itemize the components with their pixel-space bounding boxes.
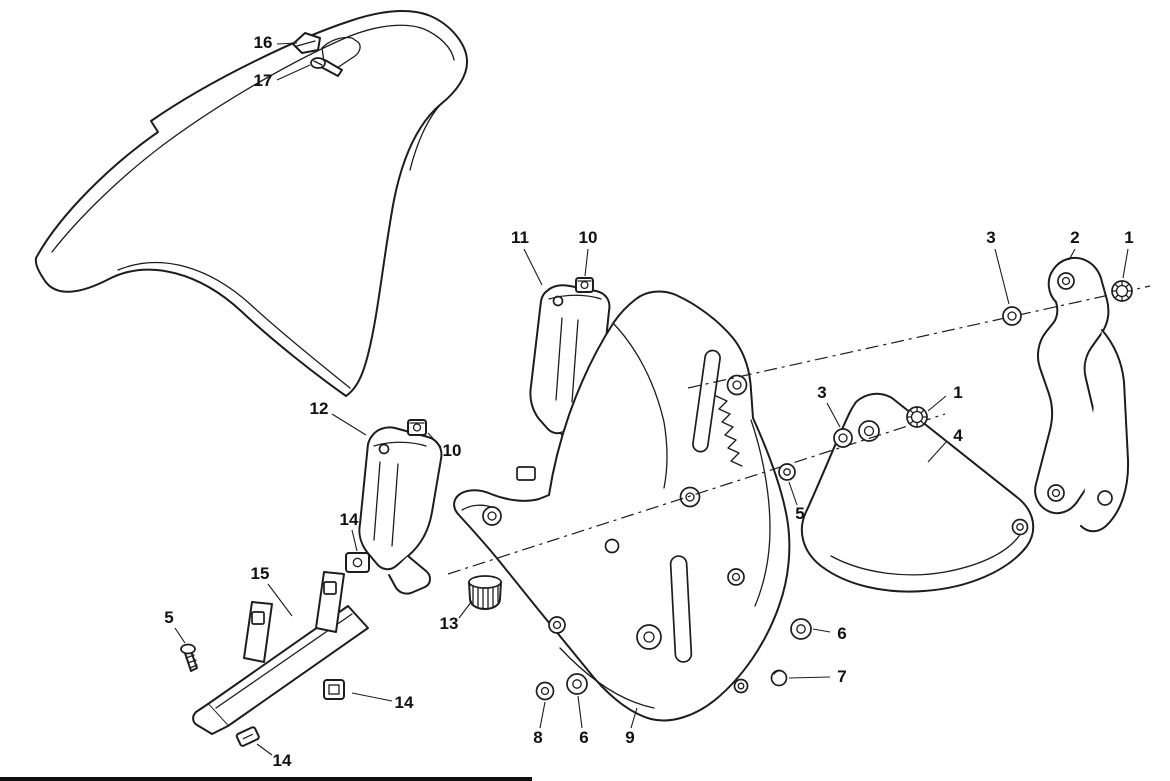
callout-6-bottom: 6: [579, 728, 588, 747]
leader-line: [331, 413, 367, 436]
leader-line: [788, 481, 798, 506]
ball-pin-part-7: [770, 669, 788, 687]
leader-line: [539, 701, 546, 729]
callout-1-lower: 1: [953, 383, 962, 402]
callout-14-top: 14: [340, 510, 359, 529]
washer-part-6-bottom: [566, 673, 588, 695]
leader-line: [927, 395, 947, 412]
callout-8: 8: [533, 728, 542, 747]
support-bracket-part-15: [192, 571, 369, 735]
leader-line: [1122, 248, 1129, 279]
leader-line: [826, 402, 841, 428]
windshield: [34, 10, 469, 397]
leader-line: [788, 676, 831, 679]
nut-part-1-lower: [906, 406, 928, 428]
washer-part-3-upper: [1002, 306, 1022, 326]
callout-13: 13: [440, 614, 459, 633]
screw-part-5-left: [180, 643, 198, 672]
callout-7: 7: [837, 667, 846, 686]
nut-part-1-upper: [1111, 280, 1133, 302]
callout-14-mid: 14: [395, 693, 414, 712]
bracket-part-2: [1034, 256, 1130, 533]
callout-1-upper: 1: [1124, 228, 1133, 247]
clip-part-14-bottom: [235, 726, 260, 747]
leader-line: [351, 529, 358, 552]
leader-line: [584, 248, 589, 277]
callout-17: 17: [254, 71, 273, 90]
centerlines: [447, 285, 1151, 575]
callout-labels: 16 17 11 10 3 2 1 12 10 3 1 4 5 14 15 5 …: [164, 33, 1133, 770]
clip-part-16: [292, 32, 321, 54]
leader-line: [276, 42, 298, 45]
callout-16: 16: [254, 33, 273, 52]
leader-line: [174, 627, 186, 644]
leader-line: [427, 432, 442, 448]
washer-part-3-lower: [833, 428, 853, 448]
wellnut-part-14-top: [345, 552, 370, 573]
centerline-upper: [687, 285, 1151, 389]
leader-line: [351, 692, 393, 702]
page-edge-strip: [0, 777, 532, 781]
washer-part-6-right: [790, 618, 812, 640]
callout-10-lower: 10: [443, 441, 462, 460]
leader-line: [994, 248, 1010, 305]
bracket-part-12: [358, 426, 443, 595]
callout-4: 4: [953, 426, 963, 445]
leader-line: [927, 440, 948, 463]
leader-line: [523, 248, 543, 286]
callout-9: 9: [625, 728, 634, 747]
leader-lines: [174, 42, 1129, 756]
leader-line: [458, 600, 473, 619]
grommet-part-13: [468, 575, 502, 610]
screw-part-17: [310, 57, 343, 77]
callout-5-right: 5: [795, 504, 804, 523]
clip-part-14-mid: [323, 679, 345, 700]
speednut-part-10-upper: [575, 277, 594, 293]
leader-line: [1068, 248, 1076, 261]
callout-11: 11: [511, 228, 529, 247]
leader-line: [630, 707, 638, 729]
leader-line: [577, 695, 583, 729]
panel-part-4: [800, 392, 1035, 593]
washer-part-8: [535, 681, 555, 701]
callout-12: 12: [310, 399, 329, 418]
callout-14-bottom: 14: [273, 751, 292, 770]
centerline-lower: [447, 413, 946, 575]
washer-part-5-right: [778, 463, 796, 481]
main-bracket-part-9: [453, 290, 791, 722]
speednut-part-10-lower: [407, 419, 427, 436]
leader-line: [256, 743, 273, 756]
leader-line: [812, 628, 831, 633]
callout-10-upper: 10: [579, 228, 598, 247]
callout-3-upper: 3: [986, 228, 995, 247]
callout-2: 2: [1070, 228, 1079, 247]
callout-3-lower: 3: [817, 383, 826, 402]
callout-5-left: 5: [164, 608, 173, 627]
callout-15: 15: [251, 564, 270, 583]
leader-line: [267, 583, 293, 617]
callout-6-right: 6: [837, 624, 846, 643]
leader-line: [276, 64, 311, 81]
